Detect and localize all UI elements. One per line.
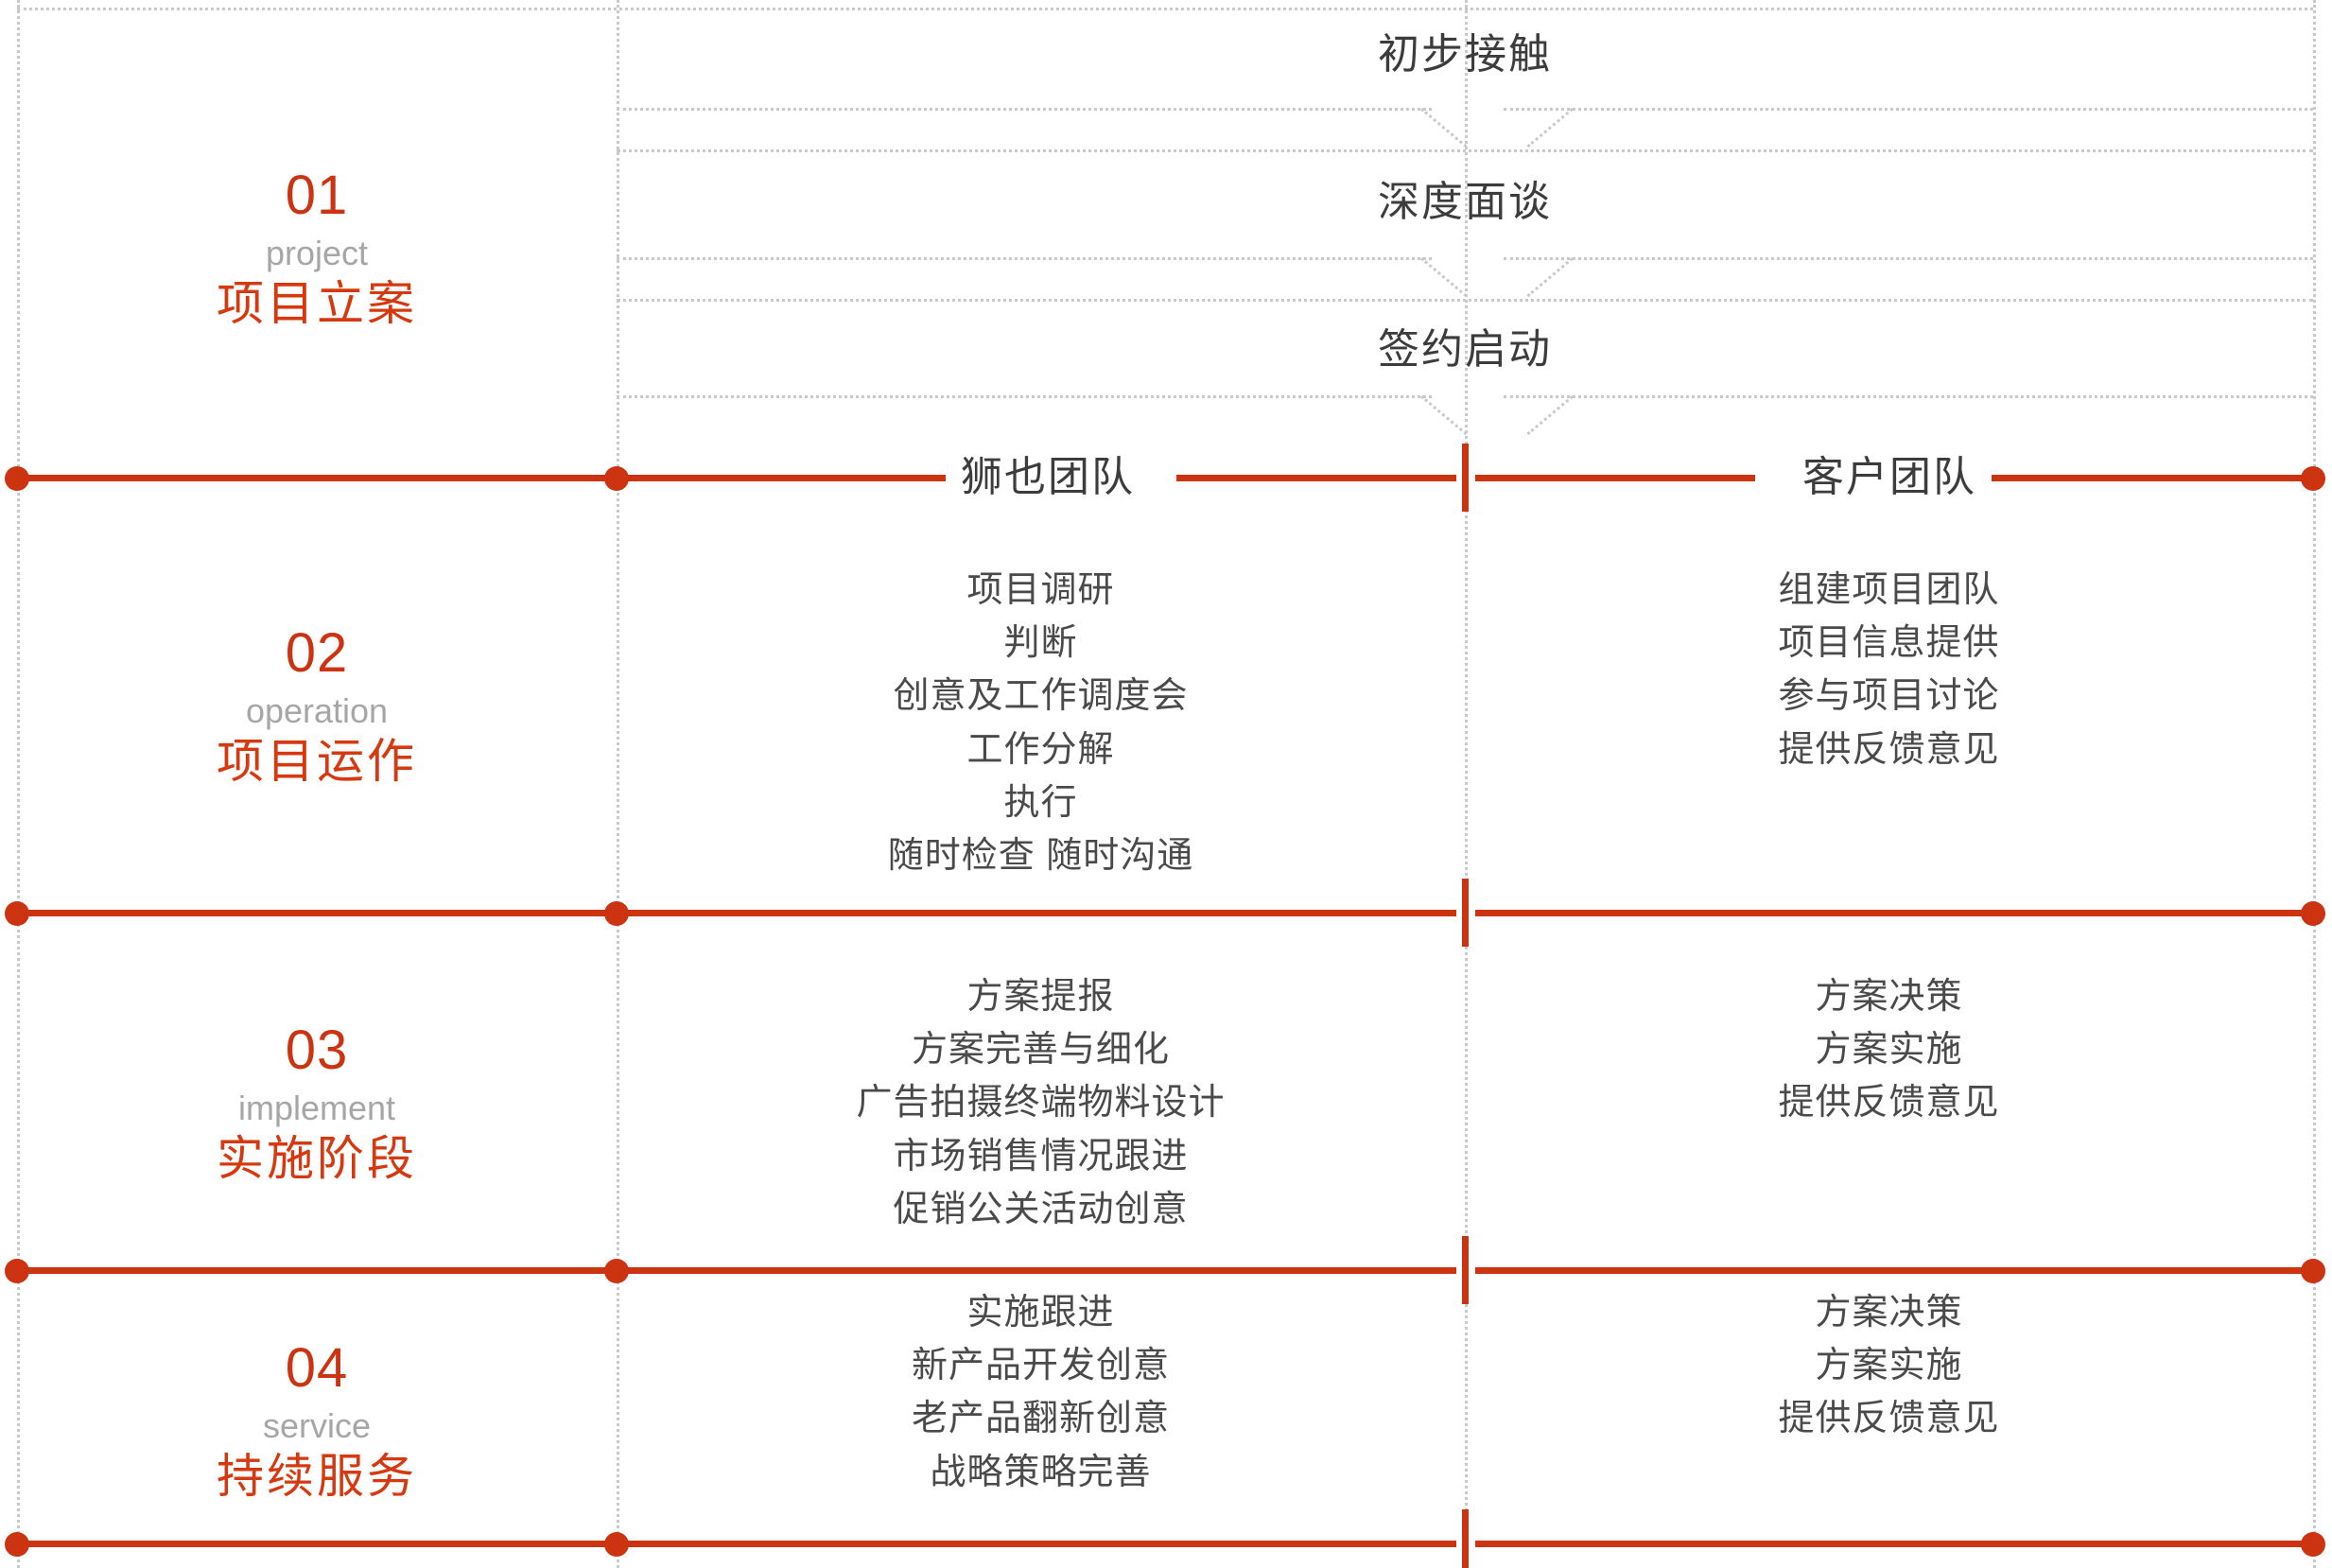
phase-block-01: 01 project 项目立案	[17, 165, 617, 330]
rail-1-dot-right	[2301, 466, 2325, 491]
guide-line-left	[17, 0, 20, 1568]
stage-label-signing-kickoff: 签约启动	[1378, 326, 1552, 373]
rail-2-dot-left	[5, 901, 29, 926]
task-item: 执行	[1003, 782, 1078, 823]
task-item: 市场销售情况跟进	[893, 1136, 1189, 1176]
task-item: 方案实施	[1815, 1346, 1963, 1386]
rail-1-segment-a	[17, 475, 983, 481]
rail-3-dot-left	[5, 1259, 29, 1283]
rail-1-center-divider	[1462, 444, 1469, 512]
task-item: 老产品翻新创意	[911, 1399, 1170, 1439]
phase-04-client-tasks: 方案决策 方案实施 提供反馈意见	[1465, 1286, 2313, 1446]
phase-english-02: operation	[245, 691, 389, 730]
rail-1-segment-c	[1475, 475, 1755, 481]
rail-1-dot-left	[5, 466, 29, 491]
task-item: 广告拍摄终端物料设计	[856, 1083, 1226, 1124]
rail-1-segment-b	[1176, 475, 1456, 481]
phase-block-02: 02 operation 项目运作	[17, 622, 617, 788]
guide-line-right	[2313, 0, 2316, 1568]
phase-chinese-03: 实施阶段	[217, 1132, 417, 1185]
task-item: 工作分解	[966, 729, 1115, 770]
dotted-divider-2	[617, 149, 2313, 152]
task-item: 项目调研	[966, 570, 1115, 610]
chevron-connector-3	[1411, 395, 1574, 444]
dotted-divider-4	[617, 299, 2313, 302]
rail-4-segment-right	[1475, 1541, 2313, 1547]
rail-4-segment-left	[17, 1541, 1456, 1547]
phase-english-04: service	[262, 1406, 372, 1445]
rail-1-segment-d	[1954, 475, 2313, 481]
task-item: 提供反馈意见	[1778, 1399, 2000, 1439]
stage-label-deep-interview: 深度面谈	[1378, 179, 1552, 225]
phase-number-03: 03	[285, 1019, 349, 1081]
task-item: 方案完善与细化	[911, 1030, 1170, 1071]
phase-chinese-04: 持续服务	[217, 1450, 417, 1503]
task-item: 方案实施	[1815, 1030, 1963, 1071]
stage-label-initial-contact: 初步接触	[1378, 31, 1552, 78]
phase-03-agency-tasks: 方案提报 方案完善与细化 广告拍摄终端物料设计 市场销售情况跟进 促销公关活动创…	[617, 970, 1465, 1236]
rail-4-center-divider	[1462, 1509, 1469, 1568]
phase-02-agency-tasks: 项目调研 判断 创意及工作调度会 工作分解 执行 随时检查 随时沟通	[617, 564, 1465, 882]
rail-2-segment-left	[17, 910, 1456, 916]
rail-4-dot-right	[2301, 1532, 2325, 1557]
rail-3-segment-right	[1475, 1267, 2313, 1274]
dotted-divider-1-right	[1504, 108, 2313, 111]
dotted-divider-5-right	[1504, 395, 2313, 398]
phase-number-04: 04	[285, 1337, 349, 1399]
rail-2-dot-mid	[604, 901, 629, 926]
phase-block-03: 03 implement 实施阶段	[17, 1019, 617, 1185]
task-item: 创意及工作调度会	[893, 676, 1189, 717]
task-item: 提供反馈意见	[1778, 729, 2000, 770]
rail-3-dot-mid	[604, 1259, 629, 1283]
rail-4-dot-left	[5, 1532, 29, 1557]
phase-04-agency-tasks: 实施跟进 新产品开发创意 老产品翻新创意 战略策略完善	[617, 1286, 1465, 1499]
task-item: 促销公关活动创意	[893, 1189, 1189, 1229]
task-item: 实施跟进	[966, 1293, 1115, 1333]
dotted-divider-3-left	[617, 257, 1432, 260]
task-item: 项目信息提供	[1778, 623, 2000, 664]
phase-english-01: project	[265, 234, 369, 272]
task-item: 新产品开发创意	[911, 1346, 1170, 1386]
task-item: 参与项目讨论	[1778, 676, 2000, 717]
guide-line-center	[1465, 0, 1468, 1568]
dotted-divider-top	[17, 8, 2313, 10]
rail-3-center-divider	[1462, 1236, 1469, 1304]
task-item: 战略策略完善	[930, 1452, 1152, 1492]
phase-02-client-tasks: 组建项目团队 项目信息提供 参与项目讨论 提供反馈意见	[1465, 564, 2313, 776]
task-item: 方案提报	[966, 977, 1115, 1017]
dotted-divider-5-left	[617, 395, 1432, 398]
task-item: 判断	[1003, 623, 1078, 664]
dotted-divider-3-right	[1504, 257, 2313, 260]
task-item: 随时检查 随时沟通	[887, 836, 1194, 877]
rail-4-dot-mid	[604, 1532, 629, 1557]
phase-chinese-02: 项目运作	[217, 735, 417, 788]
rail-2-dot-right	[2301, 901, 2325, 926]
phase-block-04: 04 service 持续服务	[17, 1337, 617, 1503]
task-item: 方案决策	[1815, 977, 1963, 1017]
guide-line-column1	[617, 0, 619, 1568]
task-item: 组建项目团队	[1778, 570, 2000, 610]
phase-number-01: 01	[285, 165, 349, 226]
rail-2-center-divider	[1462, 879, 1469, 947]
task-item: 提供反馈意见	[1778, 1083, 2000, 1124]
dotted-divider-1-left	[617, 108, 1432, 111]
task-item: 方案决策	[1815, 1293, 1963, 1333]
phase-number-02: 02	[285, 622, 349, 684]
rail-3-dot-right	[2301, 1259, 2325, 1283]
phase-english-03: implement	[237, 1089, 396, 1127]
team-header-client: 客户团队	[1787, 457, 1992, 498]
rail-1-dot-mid	[604, 466, 629, 491]
team-header-agency: 狮也团队	[946, 457, 1150, 498]
rail-2-segment-right	[1475, 910, 2313, 916]
phase-chinese-01: 项目立案	[217, 277, 417, 330]
phase-03-client-tasks: 方案决策 方案实施 提供反馈意见	[1465, 970, 2313, 1130]
rail-3-segment-left	[17, 1267, 1456, 1274]
